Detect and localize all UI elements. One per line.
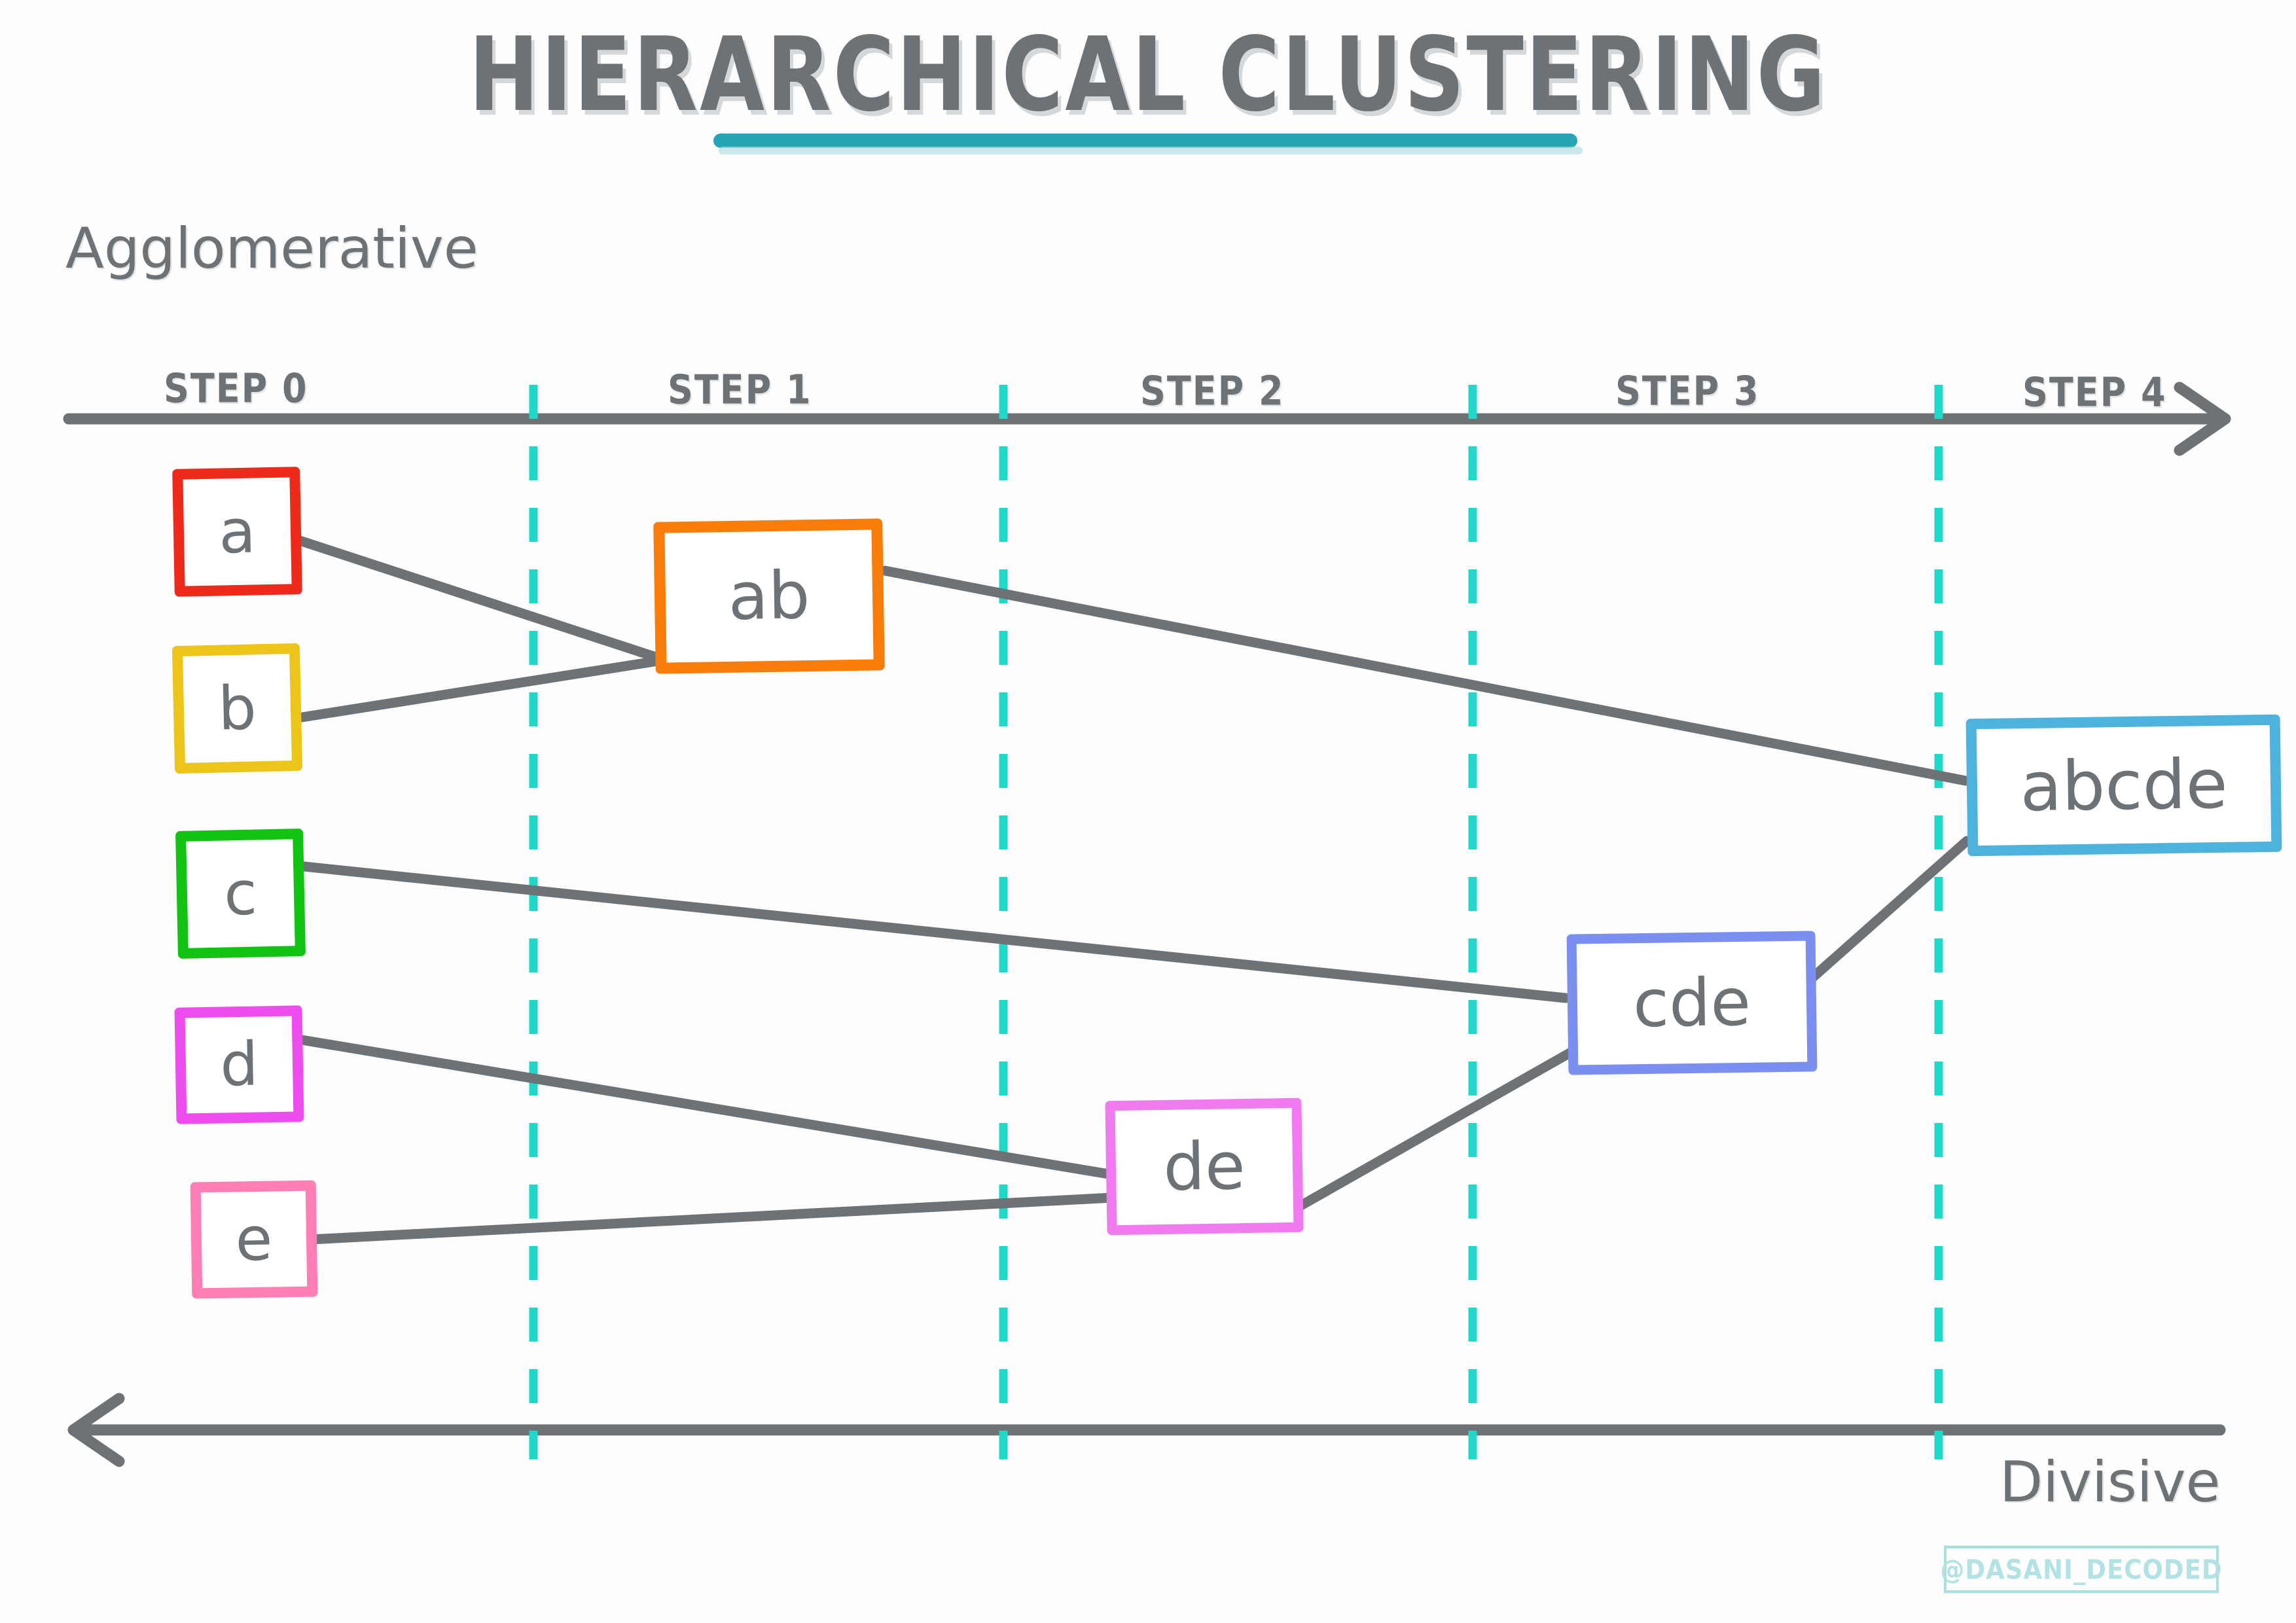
connector-e-de: [293, 1192, 1118, 1245]
step-label-0: STEP 0: [164, 365, 308, 412]
cluster-label-abcde: abcde: [2019, 743, 2229, 827]
cluster-label-ab: ab: [727, 557, 811, 635]
agglomerative-label: Agglomerative: [65, 216, 478, 281]
cluster-label-cde: cde: [1632, 963, 1751, 1042]
cluster-label-de: de: [1162, 1127, 1246, 1205]
connector-ab-abcde: [880, 565, 1971, 786]
agglomerative-axis: [63, 382, 2231, 456]
cluster-box-ab[interactable]: ab: [653, 518, 885, 674]
cluster-label-e: e: [234, 1204, 274, 1275]
step-label-3: STEP 3: [1615, 367, 1760, 415]
watermark-badge: @DASANI_DECODED: [1940, 1545, 2222, 1594]
cluster-box-e[interactable]: e: [190, 1180, 318, 1299]
cluster-box-abcde[interactable]: abcde: [1965, 714, 2282, 857]
cluster-box-c[interactable]: c: [175, 828, 306, 959]
page-title: HIERARCHICAL CLUSTERING: [469, 16, 1827, 135]
cluster-box-de[interactable]: de: [1105, 1097, 1304, 1236]
connector-a-ab: [293, 535, 663, 663]
cluster-label-b: b: [217, 672, 257, 744]
cluster-box-a[interactable]: a: [172, 467, 302, 597]
title-underline-shadow: [719, 147, 1583, 154]
connector-cde-abcde: [1806, 836, 1972, 984]
step-label-4: STEP 4: [2022, 368, 2167, 416]
cluster-box-cde[interactable]: cde: [1566, 931, 1818, 1075]
divisive-axis: [67, 1393, 2226, 1467]
step-label-1: STEP 1: [668, 366, 812, 414]
cluster-label-c: c: [223, 857, 258, 929]
cluster-label-d: d: [219, 1029, 259, 1100]
cluster-box-b[interactable]: b: [171, 643, 303, 774]
cluster-box-d[interactable]: d: [174, 1005, 304, 1124]
connector-de-cde: [1295, 1047, 1576, 1211]
connector-d-de: [293, 1034, 1118, 1180]
cluster-connectors: [293, 535, 1972, 1245]
connector-b-ab: [293, 656, 663, 723]
connector-c-cde: [293, 861, 1571, 1003]
title-underline: [713, 134, 1577, 148]
step-label-2: STEP 2: [1140, 367, 1285, 415]
cluster-label-a: a: [218, 495, 257, 567]
divisive-label: Divisive: [2000, 1450, 2221, 1515]
